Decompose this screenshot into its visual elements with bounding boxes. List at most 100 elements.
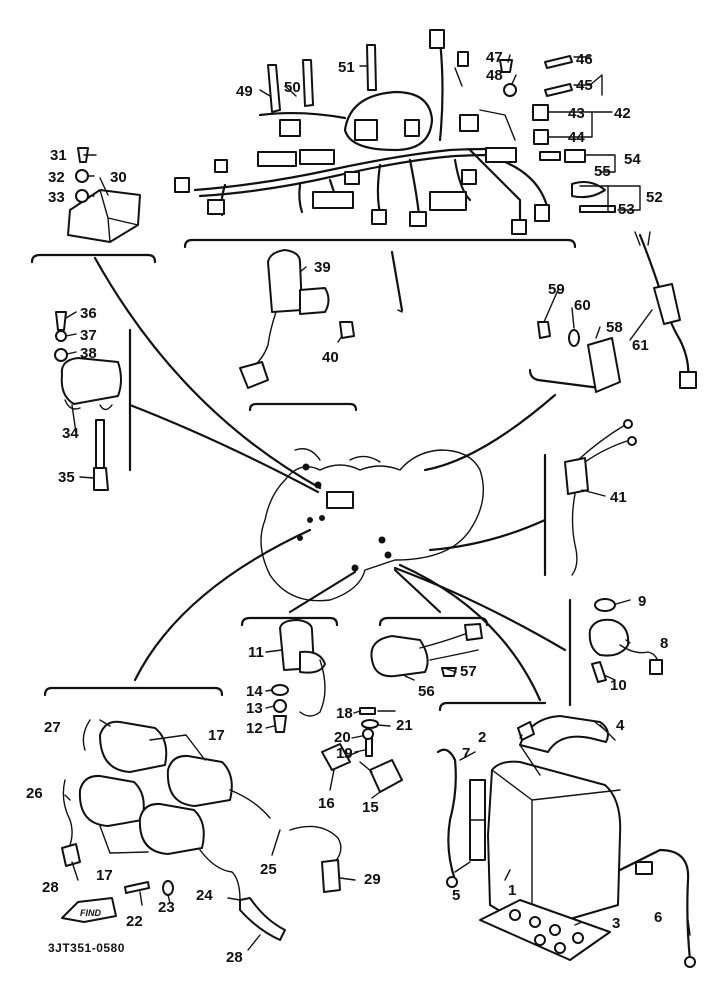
part-17-coil-b (166, 754, 233, 807)
part-41-switch (564, 457, 589, 495)
callout-41: 41 (610, 489, 627, 506)
motorcycle-frame-silhouette (260, 448, 485, 602)
part-48-washer (503, 83, 517, 97)
callout-60: 60 (574, 297, 591, 314)
callout-17-upper: 17 (208, 727, 225, 744)
callout-24: 24 (196, 887, 213, 904)
callout-7: 7 (462, 745, 470, 762)
callout-36: 36 (80, 305, 97, 322)
part-55-fuse (539, 149, 586, 163)
group-frames (30, 238, 602, 712)
part-53-fuse (579, 205, 616, 213)
callout-54: 54 (624, 151, 641, 168)
callout-11: 11 (248, 644, 264, 661)
part-38-washer (54, 348, 68, 362)
main-wire-harness (174, 29, 550, 235)
ignition-coil-bracket (43, 686, 224, 697)
frame-outline (260, 449, 485, 602)
starter-relay-assembly (370, 623, 483, 678)
part-56-starter-relay (370, 635, 429, 678)
ignition-coil-assembly (61, 719, 342, 941)
callout-46: 46 (576, 51, 593, 68)
callout-53: 53 (618, 201, 635, 218)
battery-group-bracket (438, 701, 547, 712)
callout-29: 29 (364, 871, 381, 888)
callout-15: 15 (362, 799, 379, 816)
part-20-washer (362, 728, 374, 740)
callout-34: 34 (62, 425, 79, 442)
part-33-washer (75, 189, 89, 203)
callout-26: 26 (26, 785, 43, 802)
part-59-screw (537, 321, 551, 339)
part-31-bolt (77, 147, 89, 163)
diagram-code: 3JT351-0580 (48, 941, 125, 955)
part-45-terminal (544, 83, 573, 97)
sensor-group-bracket (240, 616, 339, 627)
callout-28-bottom: 28 (226, 949, 243, 966)
part-49-band (267, 64, 281, 113)
part-8-horn (588, 618, 630, 657)
callout-27: 27 (44, 719, 61, 736)
callout-56: 56 (418, 683, 435, 700)
part-18-bolt (359, 707, 376, 715)
callout-10: 10 (610, 677, 627, 694)
leader-curves (93, 250, 567, 702)
find-badge-label: FIND (80, 908, 101, 918)
part-29-plug-cap (321, 859, 341, 893)
harness-bands (267, 44, 377, 113)
callout-25: 25 (260, 861, 277, 878)
part-50-band (302, 59, 314, 107)
callout-45: 45 (576, 77, 593, 94)
part-12-bolt (273, 715, 287, 733)
callout-3: 3 (612, 915, 620, 932)
frame-component-box (326, 491, 354, 509)
flasher-group-bracket (528, 368, 602, 390)
regulator-assembly (67, 147, 141, 243)
callout-61: 61 (632, 337, 649, 354)
flasher-assembly (537, 231, 697, 393)
callout-39: 39 (314, 259, 331, 276)
neutral-switch-parts (321, 707, 403, 793)
callout-9: 9 (638, 593, 646, 610)
part-60-washer (568, 329, 580, 347)
callout-43: 43 (568, 105, 585, 122)
callout-30: 30 (110, 169, 127, 186)
callout-23: 23 (158, 899, 175, 916)
callout-35: 35 (58, 469, 75, 486)
callout-50: 50 (284, 79, 301, 96)
part-19-screw (365, 737, 373, 757)
regulator-group-bracket (30, 253, 157, 264)
callout-18: 18 (336, 705, 353, 722)
harness-group-bracket (183, 238, 577, 249)
part-36-bolt (55, 311, 67, 331)
callout-51: 51 (338, 59, 355, 76)
callout-48: 48 (486, 67, 503, 84)
callout-2: 2 (478, 729, 486, 746)
relay-assembly (239, 249, 355, 389)
callout-leaders (64, 54, 691, 951)
part-6-lead (618, 848, 692, 962)
callout-49: 49 (236, 83, 253, 100)
callout-52: 52 (646, 189, 663, 206)
callout-28-left: 28 (42, 879, 59, 896)
part-46-terminal (544, 55, 573, 69)
callout-20: 20 (334, 729, 351, 746)
part-39-relay (267, 249, 303, 313)
switch-assembly (564, 419, 637, 576)
rectifier-assembly (54, 311, 122, 491)
horn-assembly (588, 598, 663, 683)
part-14-washer (271, 684, 289, 696)
part-35-lead (95, 419, 105, 469)
callout-47: 47 (486, 49, 503, 66)
callout-40: 40 (322, 349, 339, 366)
part-51-band (366, 44, 377, 91)
callout-37: 37 (80, 327, 97, 344)
callout-55: 55 (594, 163, 611, 180)
callout-31: 31 (50, 147, 67, 164)
part-17-coil-d (138, 802, 205, 855)
part-22-bolt (124, 881, 150, 894)
callout-44: 44 (568, 129, 585, 146)
part-17-coil-c (78, 774, 145, 827)
